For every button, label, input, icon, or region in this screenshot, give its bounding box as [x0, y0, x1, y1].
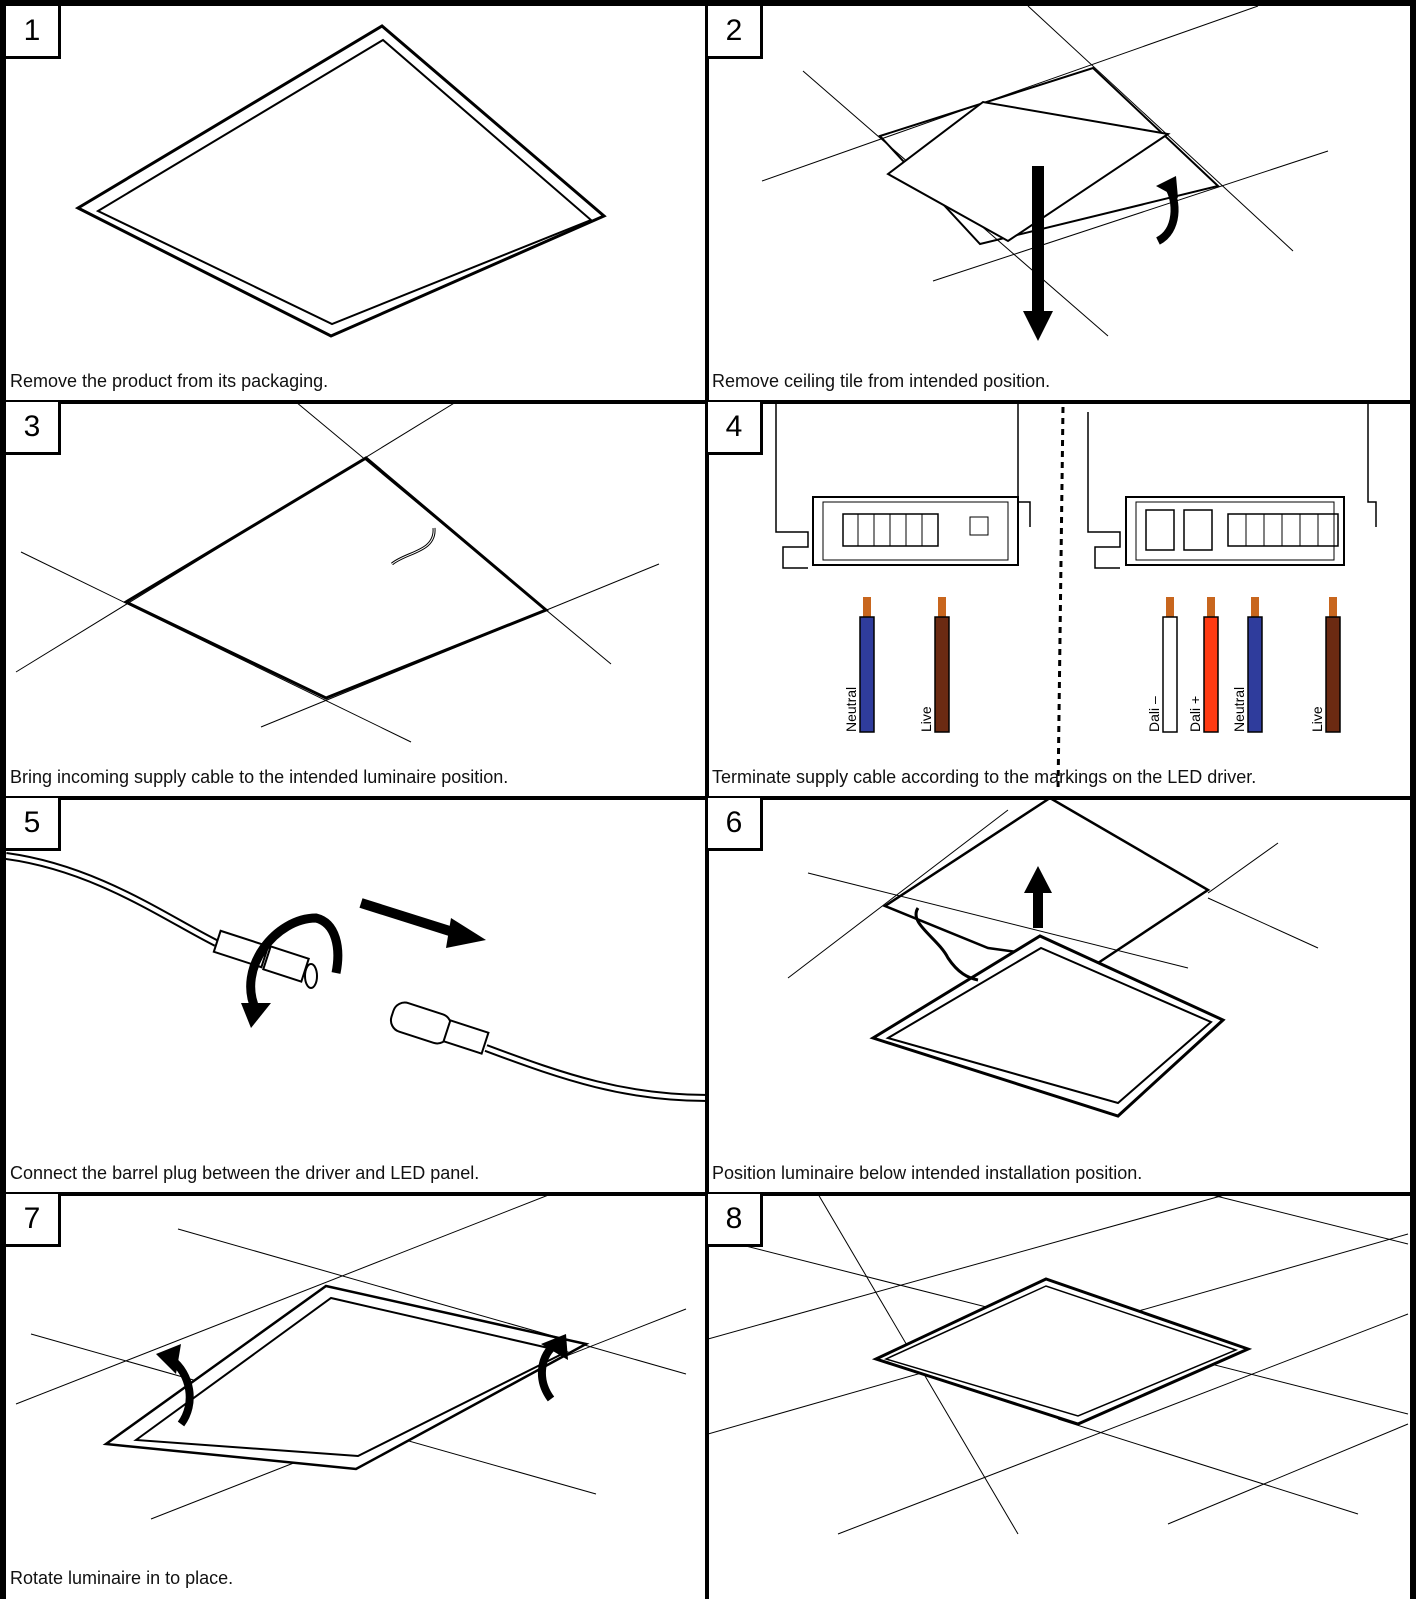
step-6-panel: 6 Position luminaire below intended inst…: [708, 798, 1410, 1194]
step-4-panel: 4: [708, 402, 1410, 798]
rotate-luminaire-illustration: [6, 1194, 708, 1599]
wire-copper-tip: [1251, 597, 1259, 617]
step-number: 7: [6, 1194, 61, 1247]
led-panel-illustration: [6, 6, 708, 402]
cable-icon: [392, 528, 434, 564]
step-number: 2: [708, 6, 763, 59]
driver-wiring-illustration: Neutral Live Dali – Dali + Neutral Live: [708, 402, 1410, 798]
step-2-panel: 2 Remove ceiling tile from intended posi…: [708, 6, 1410, 402]
ceiling-tile-removal-illustration: [708, 6, 1410, 402]
wire-label: Dali +: [1187, 696, 1203, 732]
step-caption: Connect the barrel plug between the driv…: [10, 1163, 479, 1184]
step-number: 3: [6, 402, 61, 455]
step-caption: Bring incoming supply cable to the inten…: [10, 767, 508, 788]
wire-insulation: [1163, 617, 1177, 732]
wire-label: Live: [918, 706, 934, 732]
wire-copper-tip: [1166, 597, 1174, 617]
plug-female-icon: [388, 999, 489, 1053]
step-7-panel: 7 Rotate luminaire in to place.: [6, 1194, 708, 1599]
wire-copper-tip: [938, 597, 946, 617]
step-number: 1: [6, 6, 61, 59]
step-number: 5: [6, 798, 61, 851]
luminaire-position-illustration: [708, 798, 1410, 1194]
step-3-panel: 3 Bring incoming supply cable to the int…: [6, 402, 708, 798]
arrow-down-icon: [1023, 311, 1053, 341]
step-8-panel: 8: [708, 1194, 1410, 1599]
barrel-plug-illustration: [6, 798, 708, 1194]
supply-cable-illustration: [6, 402, 708, 798]
cable-icon: [916, 908, 978, 980]
step-caption: Rotate luminaire in to place.: [10, 1568, 233, 1589]
step-caption: Remove ceiling tile from intended positi…: [712, 371, 1050, 392]
arrow-up-icon: [1024, 866, 1052, 893]
step-caption: Position luminaire below intended instal…: [712, 1163, 1142, 1184]
wire-copper-tip: [1329, 597, 1337, 617]
wire-label: Neutral: [1231, 687, 1247, 732]
step-number: 4: [708, 402, 763, 455]
arrow-right-icon: [446, 918, 486, 948]
wire-copper-tip: [863, 597, 871, 617]
led-driver-left-icon: [776, 402, 1030, 568]
step-1-panel: 1 Remove the product from its packaging.: [6, 6, 708, 402]
wire-insulation: [860, 617, 874, 732]
wire-label: Live: [1309, 706, 1325, 732]
wire-label: Dali –: [1146, 696, 1162, 732]
wire-label: Neutral: [843, 687, 859, 732]
step-5-panel: 5 Connect the barrel plug between the dr…: [6, 798, 708, 1194]
step-caption: Remove the product from its packaging.: [10, 371, 328, 392]
step-number: 6: [708, 798, 763, 851]
wire-insulation: [1326, 617, 1340, 732]
installed-luminaire-illustration: [708, 1194, 1410, 1599]
wire-insulation: [935, 617, 949, 732]
led-driver-right-icon: [1088, 402, 1376, 568]
wire-insulation: [1204, 617, 1218, 732]
wire-copper-tip: [1207, 597, 1215, 617]
wire-insulation: [1248, 617, 1262, 732]
step-caption: Terminate supply cable according to the …: [712, 767, 1256, 788]
step-number: 8: [708, 1194, 763, 1247]
